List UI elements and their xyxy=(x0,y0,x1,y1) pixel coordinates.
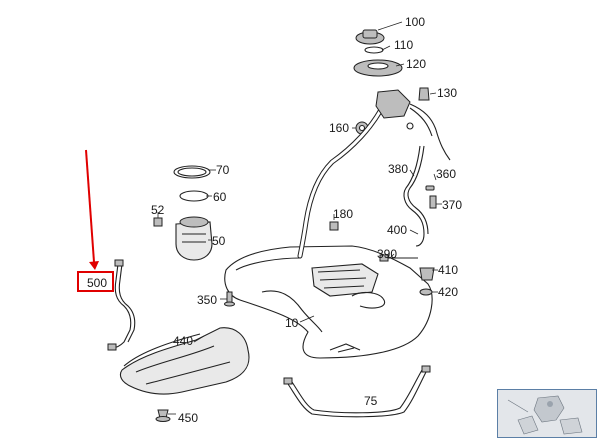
callout-75: 75 xyxy=(364,394,378,408)
thumbnail-icon xyxy=(498,390,596,437)
callout-380: 380 xyxy=(388,162,408,176)
callout-440: 440 xyxy=(173,334,193,348)
callout-370: 370 xyxy=(442,198,462,212)
red-arrow-head xyxy=(89,261,99,270)
callout-10: 10 xyxy=(285,316,299,330)
filler-cap-assembly[interactable] xyxy=(353,29,430,135)
callout-100: 100 xyxy=(405,15,425,29)
callout-130: 130 xyxy=(437,86,457,100)
red-arrow-shaft xyxy=(85,149,95,263)
callout-180: 180 xyxy=(333,207,353,221)
bolt[interactable] xyxy=(224,221,339,307)
callout-labels: 100 110 120 130 160 380 360 370 180 400 … xyxy=(87,15,462,425)
callout-420: 420 xyxy=(438,285,458,299)
callout-450: 450 xyxy=(178,411,198,425)
filler-neck-pipe[interactable] xyxy=(297,89,451,259)
tank-strap[interactable] xyxy=(283,365,431,418)
callout-120: 120 xyxy=(406,57,426,71)
callout-50: 50 xyxy=(212,234,226,248)
leader-lines xyxy=(157,21,442,415)
callout-60: 60 xyxy=(213,190,227,204)
callout-160: 160 xyxy=(329,121,349,135)
callout-360: 360 xyxy=(436,167,456,181)
callout-110: 110 xyxy=(394,38,413,52)
vent-line[interactable] xyxy=(379,145,437,296)
heat-shield[interactable] xyxy=(119,327,250,422)
diagram-thumbnail[interactable] xyxy=(497,389,597,438)
callout-410: 410 xyxy=(438,263,458,277)
callout-52: 52 xyxy=(151,203,165,217)
callout-350: 350 xyxy=(197,293,217,307)
fuel-pump-sender[interactable] xyxy=(153,165,213,261)
fuel-line-500[interactable] xyxy=(107,259,136,351)
red-annotation xyxy=(77,149,114,292)
callout-70: 70 xyxy=(216,163,230,177)
callout-390: 390 xyxy=(377,247,397,261)
fuel-tank[interactable] xyxy=(224,245,433,359)
callout-500: 500 xyxy=(87,276,107,290)
callout-400: 400 xyxy=(387,223,407,237)
red-highlight-box xyxy=(77,271,114,292)
